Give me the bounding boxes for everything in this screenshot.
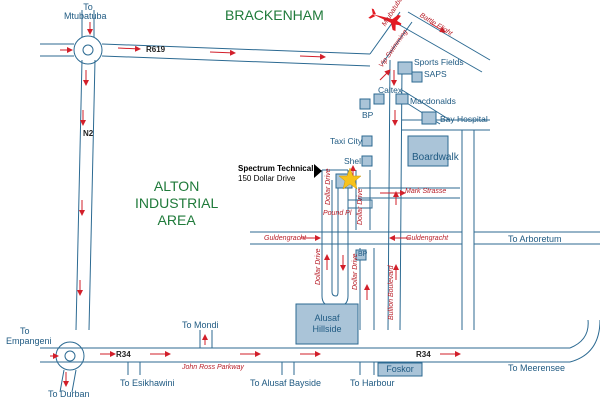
poi-caltex: Caltex — [378, 85, 403, 95]
dest-to-mondi: To Mondi — [182, 320, 219, 330]
star-icon — [338, 167, 362, 190]
street-label-pound-pl: Pound Pl — [323, 210, 352, 217]
poi-foskor: Foskor — [386, 364, 414, 374]
building-macdonalds — [395, 93, 409, 105]
building-shell — [361, 155, 373, 167]
pointer-arrow-icon — [314, 164, 322, 178]
poi-saps: SAPS — [424, 69, 447, 79]
street-label-dollar-drive-1: Dollar Drive — [325, 168, 332, 205]
poi-boardwalk: Boardwalk — [412, 152, 459, 163]
road-label-r619: R619 — [146, 45, 166, 54]
street-label-john-ross-parkway: John Ross Parkway — [182, 364, 244, 371]
building-sports-fields — [397, 61, 413, 75]
street-label-mark-strasse: Mark Strasse — [405, 188, 447, 195]
roundabout-north — [73, 35, 103, 65]
airplane-icon — [368, 8, 402, 31]
street-label-dollar-drive-2: Dollar Drive — [357, 188, 364, 225]
building-foskor — [377, 362, 423, 377]
dest-to-mtubatuba-name: Mtubatuba — [64, 11, 107, 21]
road-r619 — [101, 43, 371, 67]
dest-to-empangeni: To Empangeni — [6, 326, 52, 346]
building-taxi-city — [361, 135, 373, 147]
street-label-dollar-drive-3: Dollar Drive — [315, 248, 322, 285]
road-n2 — [75, 59, 96, 331]
road-label-n2: N2 — [83, 129, 94, 138]
roundabout-south — [55, 341, 85, 371]
poi-alusaf: Alusaf Hillside — [312, 313, 342, 334]
dest-to-mtubatuba: To — [83, 2, 93, 12]
building-saps — [411, 71, 423, 83]
street-label-bullion-boulevard: Bullion Boulevard — [388, 265, 395, 320]
dest-to-arboretum: To Arboretum — [508, 234, 562, 244]
dest-to-meerensee: To Meerensee — [508, 363, 566, 373]
area-label: ALTON INDUSTRIAL AREA — [135, 178, 219, 228]
dest-to-durban: To Durban — [48, 389, 90, 399]
poi-bp-top: BP — [362, 110, 374, 120]
poi-bay-hospital: Bay Hospital — [440, 114, 488, 124]
building-bay-hospital — [421, 111, 437, 125]
dest-to-harbour: To Harbour — [350, 378, 395, 388]
poi-bp-bottom: BP — [358, 251, 368, 258]
spectrum-address: 150 Dollar Drive — [238, 174, 296, 183]
suburb-label: BRACKENHAM — [225, 7, 324, 23]
dest-to-alusaf-bayside: To Alusaf Bayside — [250, 378, 322, 388]
street-label-guldengracht-2: Guldengracht — [406, 235, 449, 242]
street-label-guldengracht-1: Guldengracht — [264, 235, 307, 242]
street-label-dollar-drive-4: Dollar Drive — [352, 253, 359, 290]
spectrum-name: Spectrum Technical — [238, 164, 314, 173]
road-label-r34-west: R34 — [116, 350, 131, 359]
building-bp-bottom — [355, 249, 367, 261]
poi-taxi-city: Taxi City — [330, 136, 363, 146]
poi-shell: Shell — [344, 156, 363, 166]
poi-macdonalds: Macdonalds — [410, 96, 456, 106]
building-alusaf — [295, 303, 359, 345]
building-caltex — [373, 93, 385, 105]
road-label-r34-east: R34 — [416, 350, 431, 359]
building-boardwalk — [407, 135, 449, 167]
poi-sports-fields: Sports Fields — [414, 57, 464, 67]
dest-to-esikhawini: To Esikhawini — [120, 378, 175, 388]
building-bp-top — [359, 98, 371, 110]
